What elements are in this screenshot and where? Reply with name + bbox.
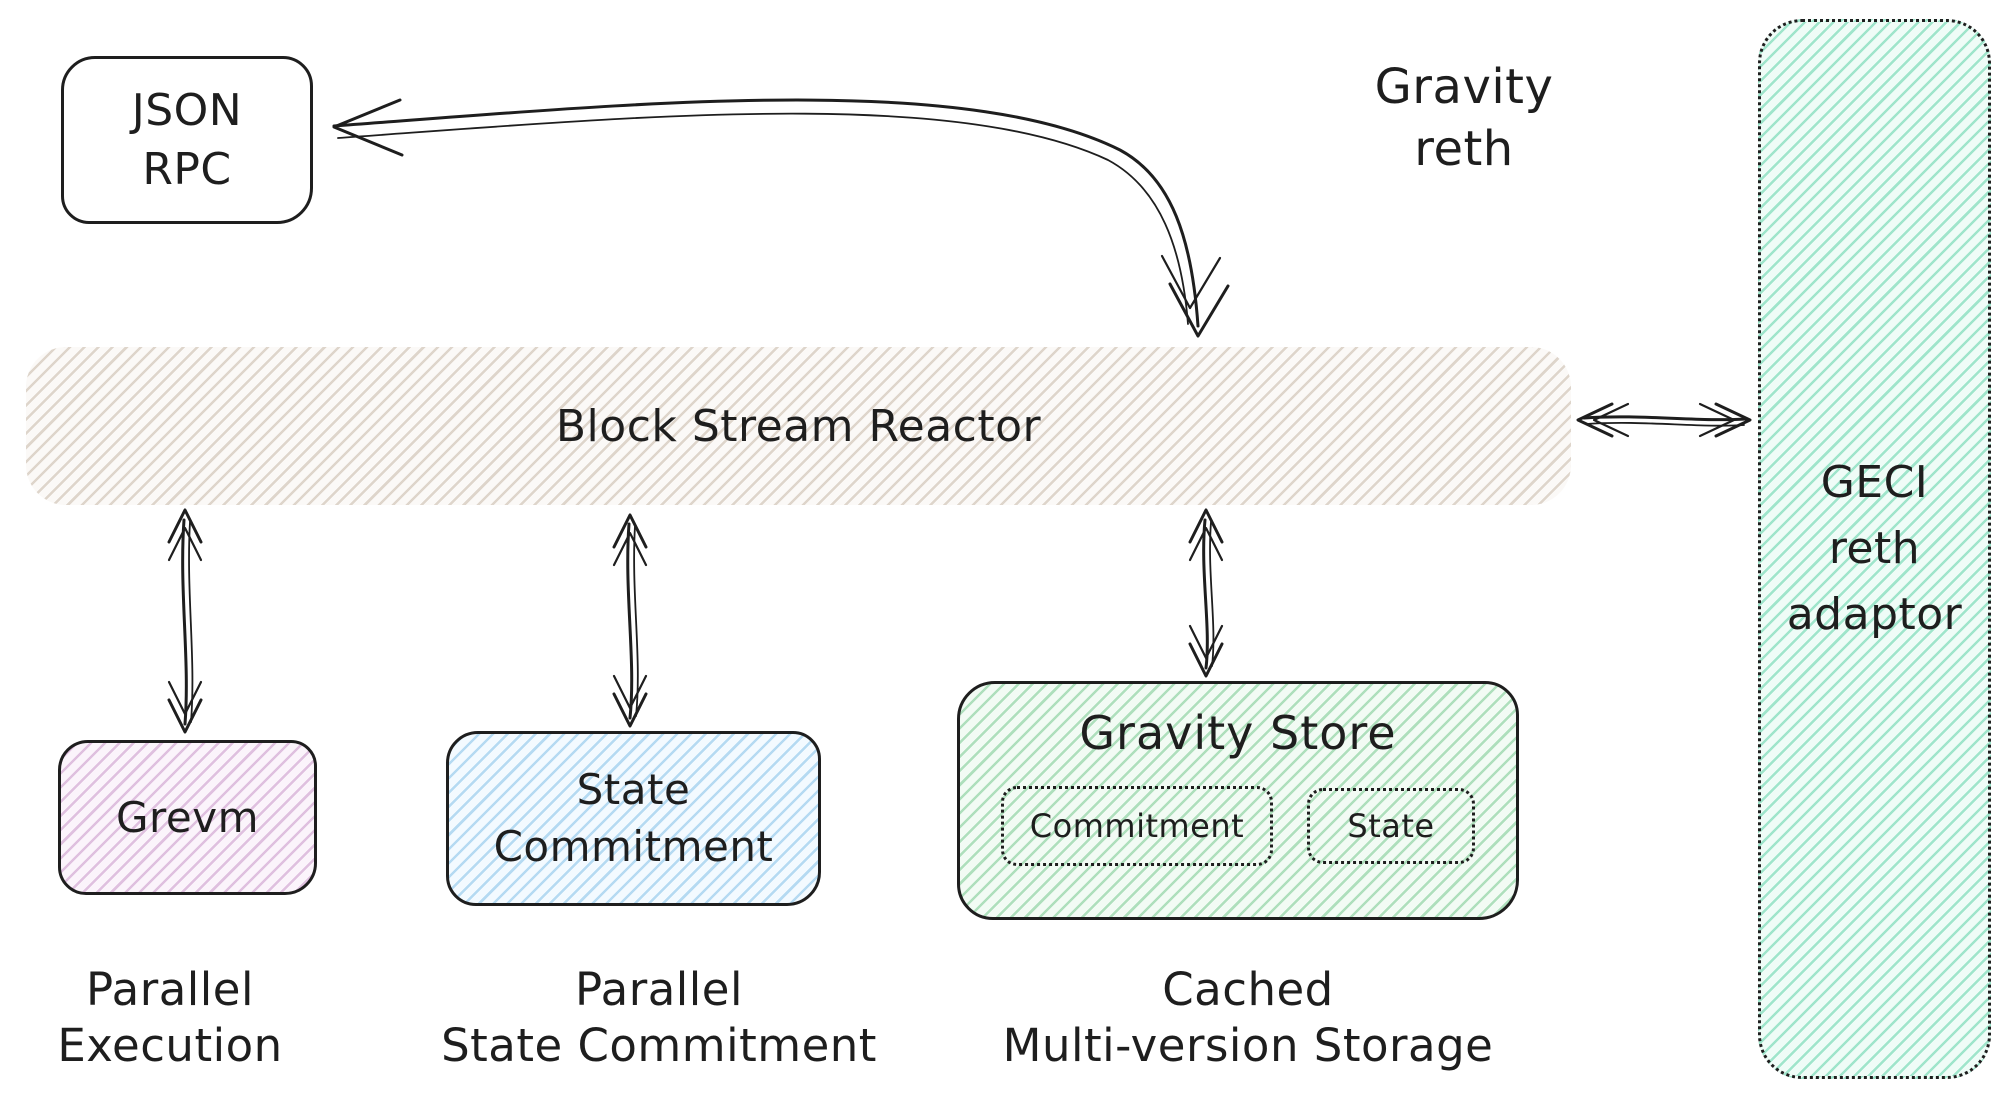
node-state-commitment: State Commitment xyxy=(446,731,821,906)
geci-label: GECI reth adaptor xyxy=(1786,457,1963,640)
caption-cached-multiversion-storage: Cached Multi-version Storage xyxy=(1002,963,1494,1073)
diagram-title: Gravity reth xyxy=(1374,59,1554,178)
caption-parallel-state-commitment: Parallel State Commitment xyxy=(441,963,877,1073)
grevm-label: Grevm xyxy=(116,793,259,842)
node-store-commitment: Commitment xyxy=(1001,786,1273,866)
gravity-store-children: Commitment State xyxy=(1001,786,1475,866)
node-grevm: Grevm xyxy=(58,740,317,895)
arrow-reactor-to-json-rpc xyxy=(332,98,1230,338)
arrow-reactor-gravity-store xyxy=(1188,508,1224,678)
arrow-reactor-geci xyxy=(1576,402,1752,438)
node-json-rpc: JSON RPC xyxy=(61,56,313,224)
state-commitment-label: State Commitment xyxy=(493,764,774,871)
caption-parallel-execution: Parallel Execution xyxy=(57,963,283,1073)
store-commitment-label: Commitment xyxy=(1029,807,1245,845)
arrow-reactor-state-commitment xyxy=(612,513,648,728)
json-rpc-label: JSON RPC xyxy=(131,84,243,195)
node-gravity-store: Gravity Store Commitment State xyxy=(957,681,1519,920)
store-state-label: State xyxy=(1347,807,1435,845)
block-stream-reactor-label: Block Stream Reactor xyxy=(555,400,1042,452)
node-store-state: State xyxy=(1307,788,1475,864)
gravity-store-title: Gravity Store xyxy=(1079,706,1397,760)
node-block-stream-reactor: Block Stream Reactor xyxy=(26,347,1571,505)
arrow-reactor-grevm xyxy=(167,508,203,734)
node-geci-reth-adaptor: GECI reth adaptor xyxy=(1758,19,1991,1079)
